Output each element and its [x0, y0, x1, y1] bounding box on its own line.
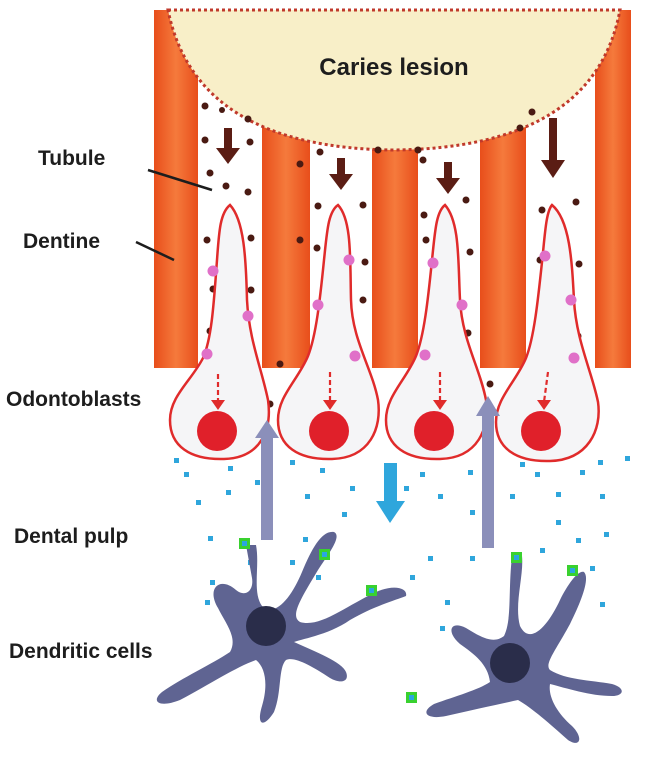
odontoblasts-label: Odontoblasts — [6, 388, 141, 411]
bacteria-arrows — [216, 118, 565, 194]
odontoblast-membrane — [276, 203, 380, 461]
odontoblast-nucleus — [521, 411, 561, 451]
antigen — [239, 538, 250, 549]
dentine-column — [154, 10, 198, 368]
dentine-leader-line — [135, 240, 175, 262]
caries-lesion: Caries lesion — [166, 8, 622, 152]
signal-arrow-up — [476, 396, 500, 548]
caries-lesion-label: Caries lesion — [319, 54, 468, 81]
odontoblast-nucleus — [309, 411, 349, 451]
dendritic-cell — [156, 531, 407, 723]
odontoblast-cell — [494, 203, 600, 463]
odontoblasts — [168, 203, 600, 463]
bacteria — [201, 102, 583, 408]
odontoblast-membrane — [168, 203, 271, 461]
odontoblast-nucleus — [414, 411, 454, 451]
pulp-molecules — [174, 456, 630, 631]
signal-arrows — [255, 396, 500, 548]
antigen — [567, 565, 578, 576]
dendritic-cell — [406, 552, 622, 743]
odontoblast-cell — [276, 203, 380, 461]
dental-pulp-label: Dental pulp — [14, 525, 128, 548]
receptor — [419, 257, 468, 361]
odontoblast-nucleus — [197, 411, 237, 451]
bacteria-arrow — [216, 128, 240, 164]
tubule-label: Tubule — [38, 147, 105, 170]
odontoblast-cell — [384, 203, 488, 461]
dendritic-cells — [156, 531, 622, 743]
bacteria-arrow — [436, 162, 460, 194]
dendritic-cell-nucleus — [246, 606, 286, 646]
antigen — [366, 585, 377, 596]
receptor — [201, 265, 254, 360]
dendritic-cell-nucleus — [490, 643, 530, 683]
dentine-column — [595, 10, 631, 368]
caries-lesion-shape — [166, 8, 622, 152]
dendritic-cells-label: Dendritic cells — [9, 640, 153, 663]
receptor — [539, 250, 580, 364]
tubule-leader-line — [147, 168, 213, 192]
antigen — [319, 549, 330, 560]
receptor — [312, 254, 361, 362]
bacteria-arrow — [329, 158, 353, 190]
bacteria-arrow — [541, 118, 565, 178]
pulp-arrow-down — [376, 463, 405, 523]
odontoblast-cell — [168, 203, 271, 461]
dentine-label: Dentine — [23, 230, 100, 253]
signal-arrow-up — [255, 420, 279, 540]
antigen — [511, 552, 522, 563]
antigen — [406, 692, 417, 703]
